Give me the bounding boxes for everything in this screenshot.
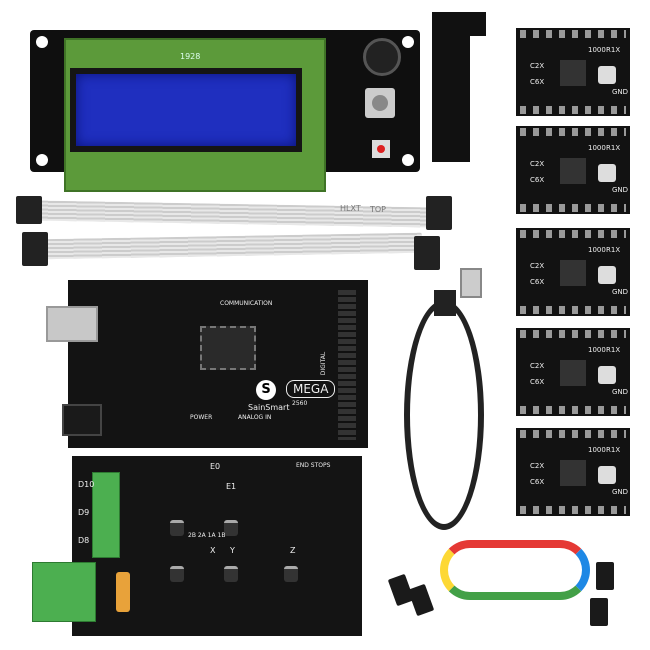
ramps-label: D9 xyxy=(78,508,90,517)
driver-label: C6X xyxy=(530,176,545,184)
driver-label: C6X xyxy=(530,478,545,486)
driver-label: C2X xyxy=(530,462,545,470)
board-label: DIGITAL xyxy=(320,351,328,376)
capacitor xyxy=(170,520,184,536)
ramps-label: E1 xyxy=(226,482,237,491)
microcontroller-chip xyxy=(200,326,256,370)
driver-label: C2X xyxy=(530,160,545,168)
driver-label: GND xyxy=(612,186,629,194)
mount-hole xyxy=(36,36,48,48)
lcd-screen xyxy=(70,68,302,152)
capacitor xyxy=(170,566,184,582)
capacitor xyxy=(284,566,298,582)
stepper-driver: C2X C6X R1X GND 1000 xyxy=(516,126,630,214)
capacitor xyxy=(224,520,238,536)
driver-label: R1X xyxy=(606,46,621,54)
stepper-driver: C2X C6X R1X GND 1000 xyxy=(516,328,630,416)
usb-b-plug xyxy=(434,290,456,316)
usb-a-plug xyxy=(460,268,482,298)
board-label: POWER xyxy=(190,414,213,421)
sainsmart-logo: S xyxy=(256,380,276,400)
chip-label: 2560 xyxy=(292,400,308,407)
ramps-label: D10 xyxy=(78,480,95,489)
board-label: COMMUNICATION xyxy=(220,300,273,307)
brand-label: SainSmart xyxy=(248,403,290,412)
reset-button xyxy=(372,140,390,158)
rotary-encoder-knob xyxy=(365,88,395,118)
driver-label: 1000 xyxy=(588,144,606,152)
ramps-label: E0 xyxy=(210,462,221,471)
driver-label: R1X xyxy=(606,446,621,454)
ribbon-connector xyxy=(426,196,452,230)
power-jack xyxy=(62,404,102,436)
stepper-driver: C2X C6X R1X GND 1000 xyxy=(516,228,630,316)
driver-label: C2X xyxy=(530,362,545,370)
power-terminal xyxy=(92,472,120,558)
mount-hole xyxy=(36,154,48,166)
ribbon-cable xyxy=(39,232,423,260)
board-label: ANALOG IN xyxy=(238,414,272,421)
ramps-label: Y xyxy=(230,546,235,555)
fuse xyxy=(116,572,130,612)
buzzer xyxy=(363,38,401,76)
lcd-adapter-board xyxy=(432,12,470,162)
power-terminal xyxy=(32,562,96,622)
model-label: MEGA xyxy=(286,380,336,398)
stepper-driver: C2X C6X R1X GND 1000 xyxy=(516,28,630,116)
driver-label: 1000 xyxy=(588,246,606,254)
driver-label: C6X xyxy=(530,278,545,286)
adapter-tab xyxy=(450,12,486,36)
driver-label: C6X xyxy=(530,378,545,386)
driver-label: GND xyxy=(612,288,629,296)
dupont-wires xyxy=(440,540,590,600)
lcd-label: 1928 xyxy=(180,52,201,61)
driver-label: R1X xyxy=(606,144,621,152)
driver-label: 1000 xyxy=(588,446,606,454)
dupont-connector xyxy=(590,598,608,626)
ramps-label: Z xyxy=(290,546,296,555)
mount-hole xyxy=(402,36,414,48)
usb-b-port xyxy=(46,306,98,342)
driver-label: R1X xyxy=(606,346,621,354)
capacitor xyxy=(224,566,238,582)
ribbon-label: TOP xyxy=(370,205,387,214)
driver-label: 1000 xyxy=(588,46,606,54)
stepper-driver: C2X C6X R1X GND 1000 xyxy=(516,428,630,516)
ribbon-connector xyxy=(22,232,48,266)
ribbon-connector xyxy=(414,236,440,270)
driver-label: R1X xyxy=(606,246,621,254)
driver-label: GND xyxy=(612,88,629,96)
ramps-label: 2B 2A 1A 1B xyxy=(188,532,226,539)
driver-label: 1000 xyxy=(588,346,606,354)
ramps-label: X xyxy=(210,546,216,555)
ramps-label: END STOPS xyxy=(296,462,331,469)
header-pins xyxy=(338,290,356,440)
dupont-connector xyxy=(407,583,435,617)
driver-label: GND xyxy=(612,388,629,396)
driver-label: C6X xyxy=(530,78,545,86)
usb-cable xyxy=(404,300,484,530)
dupont-connector xyxy=(596,562,614,590)
ribbon-label: HLXT xyxy=(340,204,361,213)
driver-label: C2X xyxy=(530,62,545,70)
mount-hole xyxy=(402,154,414,166)
ramps-label: D8 xyxy=(78,536,90,545)
driver-label: C2X xyxy=(530,262,545,270)
ribbon-connector xyxy=(16,196,42,224)
driver-label: GND xyxy=(612,488,629,496)
